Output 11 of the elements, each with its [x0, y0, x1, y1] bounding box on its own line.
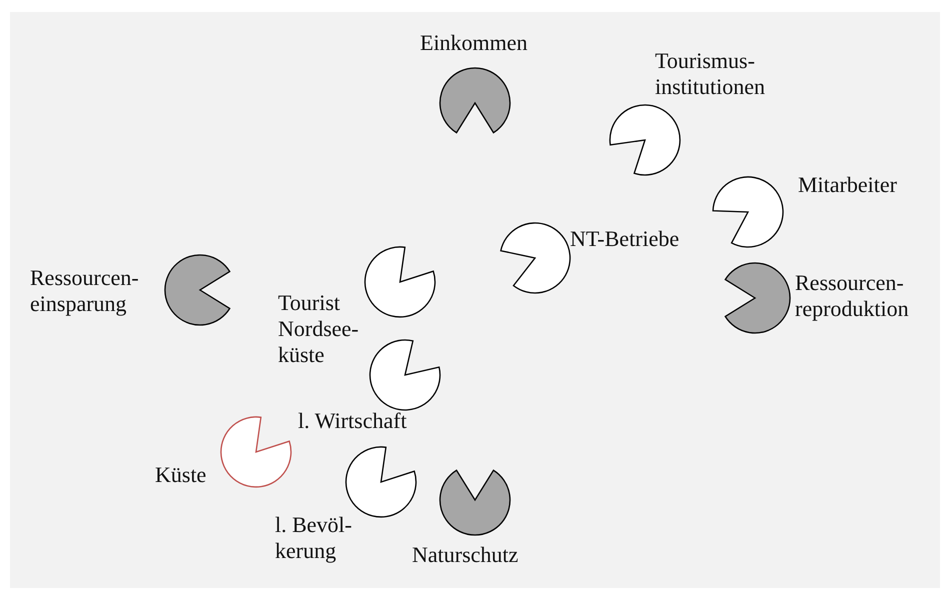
node-label: Einkommen — [420, 30, 529, 56]
node-label: NT-Betriebe — [570, 226, 680, 252]
node-label: Tourist Nordsee- küste — [278, 290, 360, 368]
node-label: Küste — [155, 462, 208, 488]
node-label: Ressourcen- einsparung — [30, 265, 140, 317]
node-label: l. Wirtschaft — [298, 408, 408, 434]
node-label: Mitarbeiter — [798, 172, 898, 198]
node-label: Tourismus- institutionen — [655, 48, 766, 100]
node-label: Ressourcen- reproduktion — [795, 270, 910, 322]
node-label: l. Bevöl- kerung — [275, 512, 353, 564]
node-label: Naturschutz — [412, 542, 520, 568]
